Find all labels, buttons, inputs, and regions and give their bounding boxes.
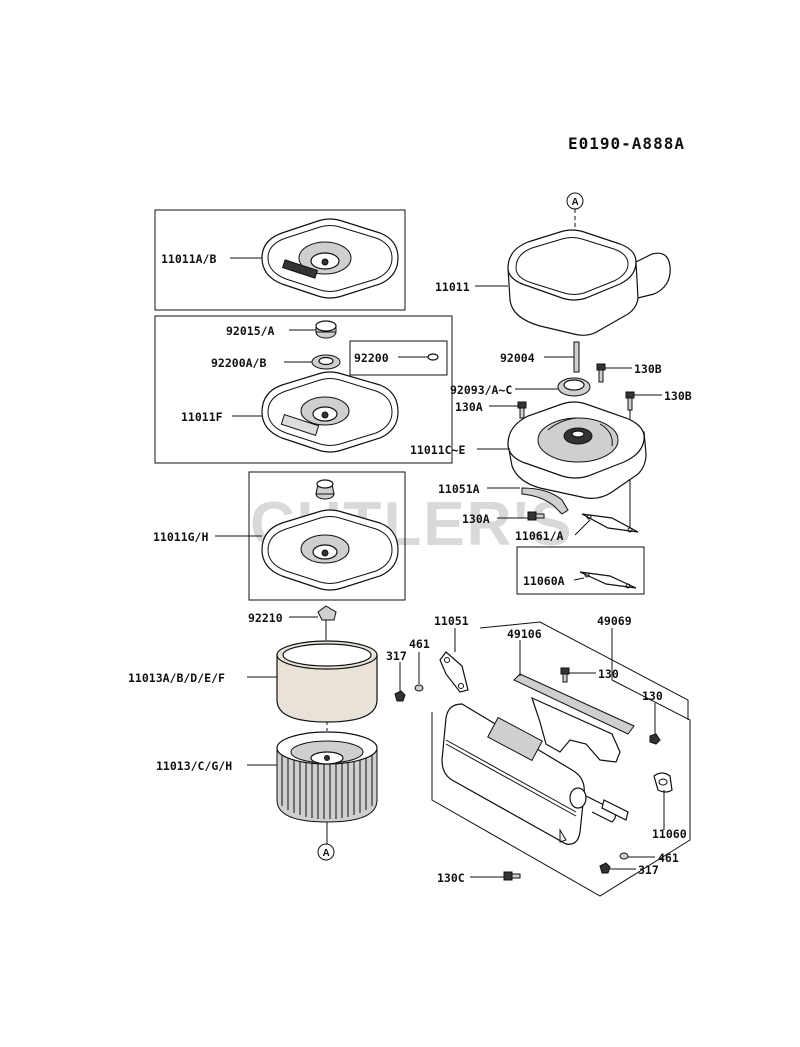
part-92004-stud: [573, 341, 580, 373]
label-130b-1: 130B: [634, 362, 662, 376]
part-11051a-bracket: [521, 487, 569, 515]
label-92015a: 92015/A: [226, 324, 275, 338]
label-92004: 92004: [500, 351, 535, 365]
label-11061a: 11061/A: [515, 529, 564, 543]
label-11011: 11011: [435, 280, 470, 294]
group-box-11011f: [154, 315, 453, 464]
part-11011ab-cover: [261, 218, 399, 299]
label-11011f: 11011F: [181, 410, 223, 424]
group-box-92200: [349, 340, 448, 376]
label-11013a: 11013A/B/D/E/F: [128, 671, 225, 685]
svg-text:A: A: [572, 197, 579, 208]
label-11011ab: 11011A/B: [161, 252, 216, 266]
part-130-bolt-2: [649, 733, 661, 745]
part-461-washer-2: [619, 852, 629, 860]
label-130c: 130C: [437, 871, 465, 885]
label-317-1: 317: [386, 649, 407, 663]
part-317-nut-1: [394, 690, 406, 702]
group-box-11060a: [516, 546, 645, 595]
label-461-1: 461: [409, 637, 430, 651]
label-130a-1: 130A: [455, 400, 483, 414]
part-92093-seal: [557, 377, 591, 397]
label-130-2: 130: [642, 689, 663, 703]
part-11011f-cover: [261, 371, 399, 453]
part-92200-small-washer: [427, 353, 439, 361]
label-130-1: 130: [598, 667, 619, 681]
label-49069: 49069: [597, 614, 632, 628]
label-11051: 11051: [434, 614, 469, 628]
diagram-reference: E0190-A888A: [568, 134, 685, 153]
part-461-washer-1: [414, 684, 424, 692]
label-11011c: 11011C~E: [410, 443, 465, 457]
part-muffler-body: [441, 703, 629, 845]
label-461-2: 461: [658, 851, 679, 865]
label-317-2: 317: [638, 863, 659, 877]
part-11013a-foam-filter: [276, 640, 378, 738]
part-92200-washer: [311, 354, 341, 370]
group-box-11011ab: [154, 209, 406, 311]
callout-a-bottom: A: [317, 843, 335, 861]
muffler-bracket-box: [431, 679, 691, 897]
part-11051-plate: [439, 651, 469, 693]
label-11013c: 11013/C/G/H: [156, 759, 232, 773]
svg-text:A: A: [323, 848, 330, 859]
label-11011gh: 11011G/H: [153, 530, 208, 544]
label-11060: 11060: [652, 827, 687, 841]
label-130a-2: 130A: [462, 512, 490, 526]
label-11051a: 11051A: [438, 482, 480, 496]
part-130c-bolt: [503, 871, 521, 881]
part-49106-heat-shield: [513, 673, 635, 763]
part-11011c-base: [507, 401, 647, 499]
label-92210: 92210: [248, 611, 283, 625]
part-92210-clip: [317, 605, 337, 640]
part-317-nut-2: [599, 862, 611, 874]
label-92200ab: 92200A/B: [211, 356, 266, 370]
part-11060-gasket: [653, 772, 673, 793]
label-11060a: 11060A: [523, 574, 565, 588]
part-130-bolt-1: [560, 667, 570, 683]
label-92093: 92093/A~C: [450, 383, 512, 397]
part-130a-bolt-2: [527, 511, 545, 521]
label-92200: 92200: [354, 351, 389, 365]
part-11060a-gasket: [579, 571, 637, 589]
part-130a-bolt-1: [517, 401, 527, 419]
part-11011-case: [507, 229, 671, 336]
part-11061-gasket: [581, 513, 639, 533]
part-130b-bolt-1: [596, 363, 606, 383]
part-11013c-paper-element: [276, 731, 378, 845]
part-92015-nut: [315, 320, 337, 339]
cover-bracket-line: [479, 621, 689, 720]
label-49106: 49106: [507, 627, 542, 641]
part-11011gh-cover: [261, 479, 399, 591]
label-130b-2: 130B: [664, 389, 692, 403]
